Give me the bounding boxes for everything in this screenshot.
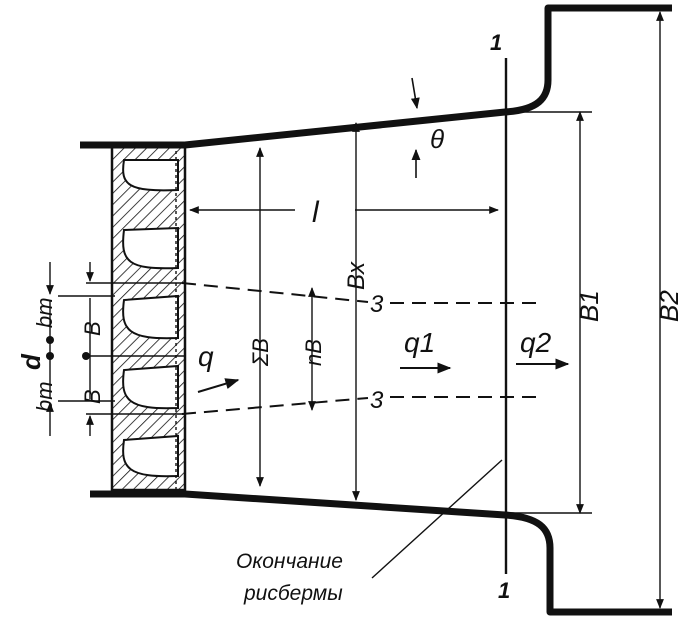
label-bm-lower: bm	[32, 381, 57, 412]
label-sigma-b: ΣB	[248, 338, 273, 367]
caption-leader	[371, 459, 503, 579]
caption-line-1: Окончание	[236, 550, 343, 573]
theta-arrows	[410, 77, 421, 178]
dimension-lines	[46, 11, 664, 609]
measure-dots	[46, 336, 90, 360]
label-d: d	[16, 353, 46, 370]
label-bx: Bx	[343, 261, 370, 290]
caption-line-2: рисбермы	[243, 582, 343, 605]
label-b-lower: B	[80, 389, 105, 404]
label-b2: B2	[654, 290, 684, 322]
label-b-upper: B	[80, 321, 105, 336]
label-n-b: nB	[301, 339, 326, 366]
label-q: q	[198, 341, 214, 372]
pier-block	[110, 143, 187, 492]
label-line3-lower: 3	[370, 387, 384, 414]
streamlines-3	[181, 282, 540, 415]
label-line3-upper: 3	[370, 291, 384, 318]
label-b1: B1	[574, 290, 604, 322]
label-q1: q1	[404, 327, 435, 358]
label-q2: q2	[520, 327, 552, 358]
label-bm-upper: bm	[32, 297, 57, 328]
flow-arrows	[197, 358, 570, 393]
label-section-bottom: 1	[498, 578, 510, 603]
label-theta: θ	[430, 124, 444, 154]
label-section-top: 1	[490, 30, 502, 55]
label-l: l	[312, 196, 320, 229]
